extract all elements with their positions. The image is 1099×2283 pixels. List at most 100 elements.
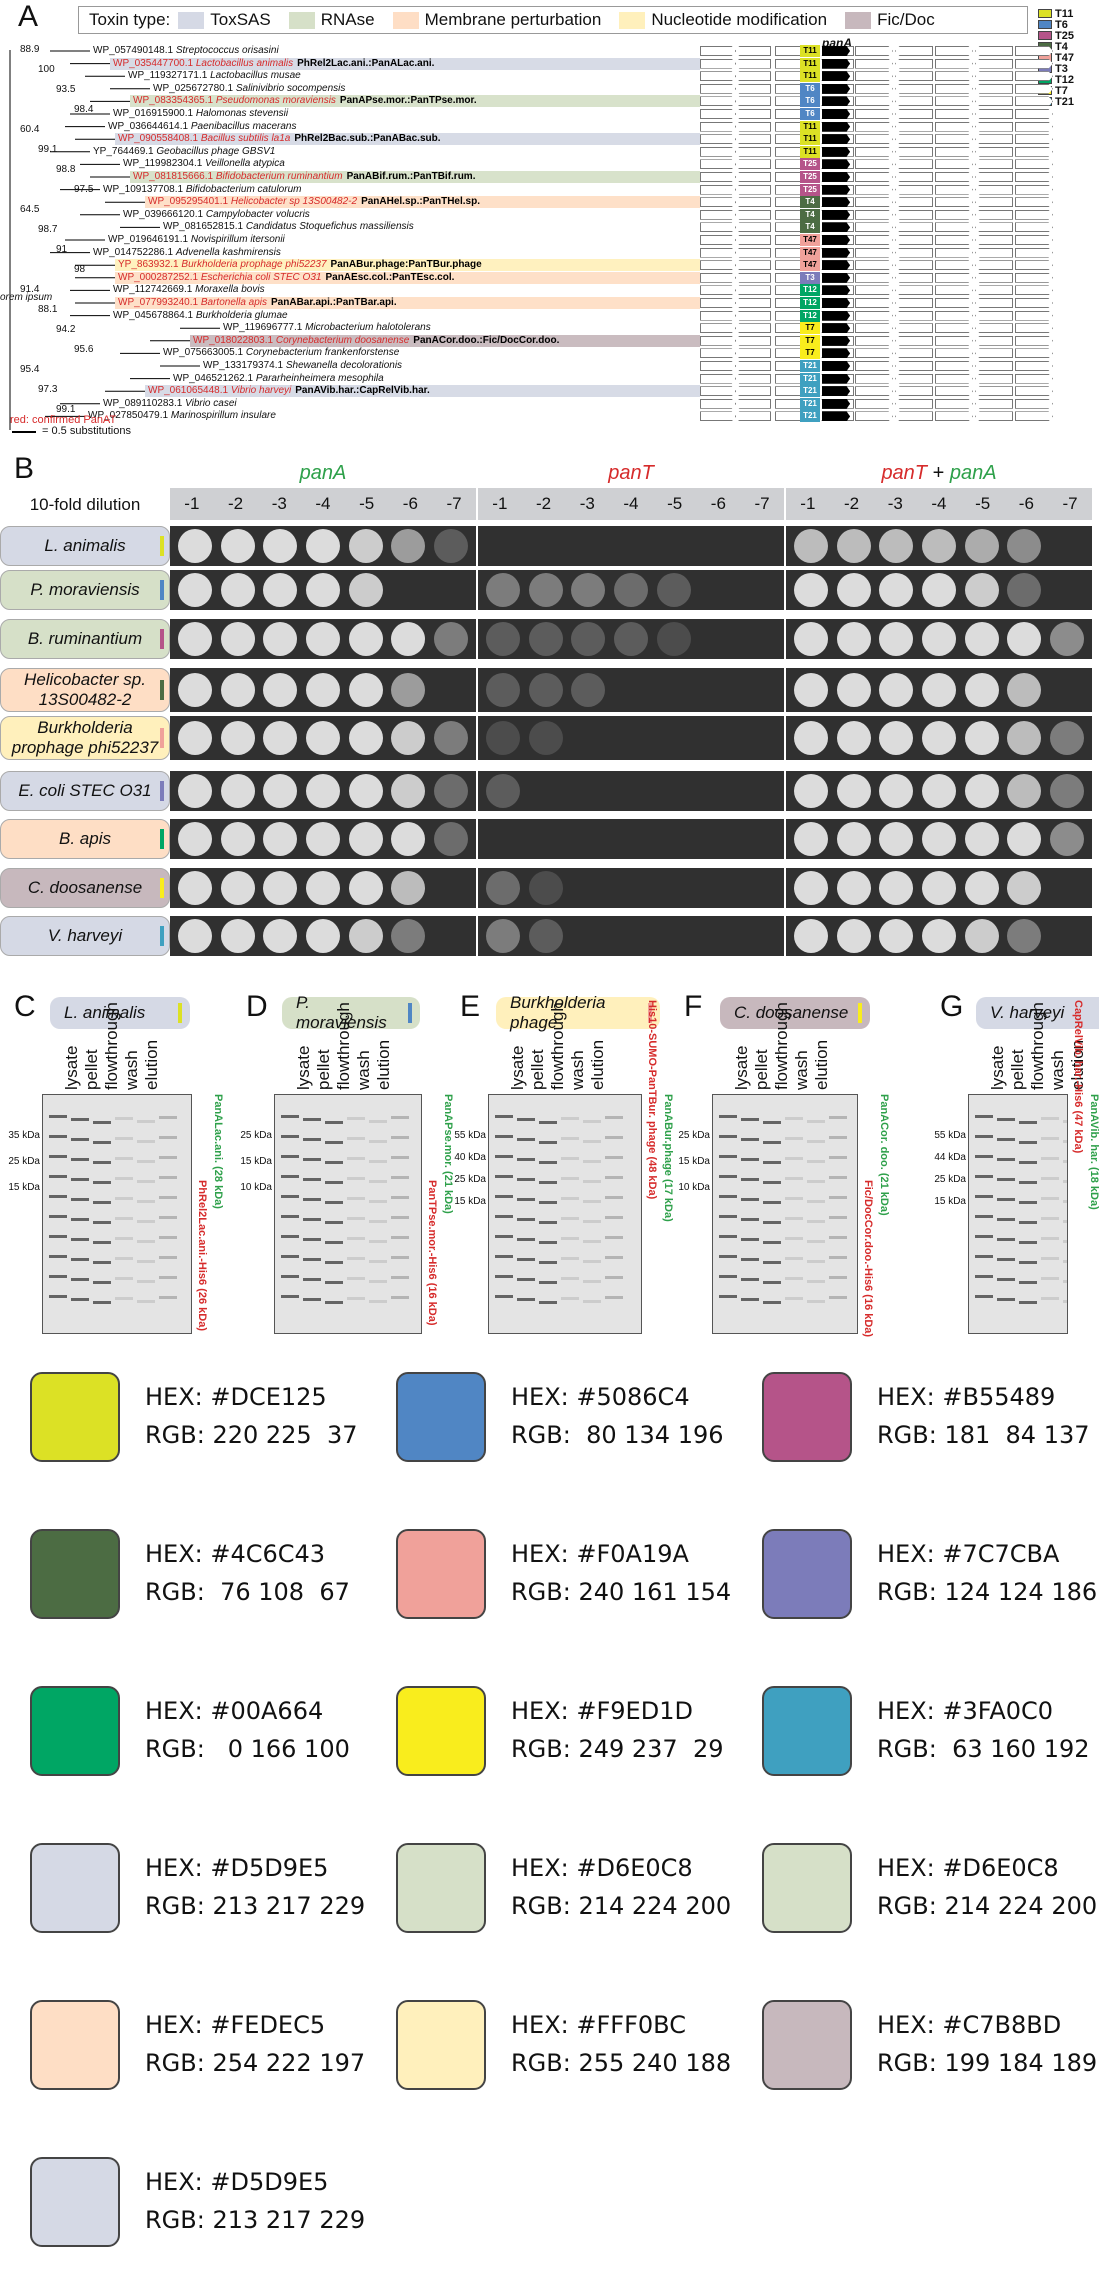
taxon-name: Escherichia coli STEC O31: [200, 271, 322, 283]
gel-band: [741, 1158, 759, 1161]
gel-band: [807, 1160, 825, 1163]
swatch-hex: HEX: #D6E0C8: [877, 1854, 1059, 1882]
gel-lane: [71, 1095, 89, 1333]
colony-spot: [614, 822, 648, 856]
gene-arrow: [855, 323, 893, 334]
gel-lane: [785, 1095, 803, 1333]
taxon-label: WP_112742669.1 Moraxella bovis: [113, 284, 265, 296]
strain-label: B. ruminantium: [0, 619, 170, 659]
dilution-value: -7: [446, 494, 462, 513]
operon-row: T11: [700, 70, 1095, 83]
gel-band: [71, 1298, 89, 1301]
gel-band: [391, 1156, 409, 1159]
colony-spot: [879, 774, 914, 808]
taxon-name: Lactobacillus musae: [210, 70, 301, 82]
bootstrap-value: 97.5: [74, 184, 94, 195]
colony-spot: [348, 622, 383, 656]
gel-band: [807, 1200, 825, 1203]
colony-spot: [305, 774, 340, 808]
gene-arrow: [700, 373, 736, 384]
protein-label-green: PanACor. doo. (21 kDa): [878, 1094, 890, 1216]
swatch-square: [396, 2000, 486, 2090]
swatch-square: [396, 1686, 486, 1776]
gene-arrow: [735, 134, 771, 145]
gel-band: [93, 1301, 111, 1304]
colony-spot: [178, 673, 213, 707]
colony-spot: [391, 822, 426, 856]
gel-band: [741, 1258, 759, 1261]
colony-spot: [571, 573, 606, 607]
gel-band: [997, 1118, 1015, 1121]
type-tag: T12: [800, 309, 820, 322]
protein-label-red: CapRelVib. har.-His6 (47 kDa): [1072, 1000, 1084, 1154]
gene-arrow: [975, 285, 1013, 296]
swatch-rgb: RGB: 0 166 100: [145, 1735, 350, 1763]
colony-spot: [434, 573, 468, 607]
dilution-label: 10-fold dilution: [29, 495, 141, 514]
colony-spot: [879, 871, 914, 905]
taxon-pair: PhRel2Lac.ani.:PanALac.ani.: [297, 57, 435, 69]
gene-arrow: [855, 260, 893, 271]
taxon-name: Salinivibrio socompensis: [235, 82, 346, 94]
gene-arrow: [735, 411, 771, 422]
colony-spot: [1007, 871, 1042, 905]
kda-marker: 25 kDa: [240, 1130, 272, 1141]
gel-band: [741, 1298, 759, 1301]
gel-band: [1041, 1157, 1059, 1160]
taxon-label: WP_119982304.1 Veillonella atypica: [123, 158, 285, 170]
gel-band: [495, 1295, 513, 1298]
swatch-hex: HEX: #C7B8BD: [877, 2011, 1062, 2039]
spot-plate: [478, 668, 784, 712]
type-tag: T25: [800, 158, 820, 171]
taxon-label: WP_014752286.1 Advenella kashmirensis: [93, 247, 281, 259]
colony-spot: [220, 529, 255, 563]
gel-title-box: C. doosanense: [720, 997, 870, 1029]
colony-spot: [699, 721, 733, 755]
gel-band: [719, 1275, 737, 1278]
gene-arrow: [1015, 121, 1053, 132]
gel-band: [741, 1198, 759, 1201]
operon-row: T11: [700, 133, 1095, 146]
swatch-rgb: RGB: 214 224 200: [877, 1892, 1098, 1920]
legend-item: ToxSAS: [178, 10, 271, 30]
gel-band: [997, 1218, 1015, 1221]
gel-band: [1041, 1177, 1059, 1180]
taxon-pair: PanACor.doo.:Fic/DocCor.doo.: [413, 334, 560, 346]
pana-gene: [822, 348, 850, 359]
gel-band: [115, 1257, 133, 1260]
gene-arrow: [975, 121, 1013, 132]
spot-plate: [478, 916, 784, 956]
gel-band: [741, 1118, 759, 1121]
gel-band: [71, 1118, 89, 1121]
gene-arrow: [975, 222, 1013, 233]
dilution-header: -1-2-3-4-5-6-7: [786, 488, 1092, 520]
type-key-label: T21: [1055, 95, 1074, 108]
gene-arrow: [735, 235, 771, 245]
gene-arrow: [735, 386, 771, 397]
taxon-name: Burkholderia glumae: [195, 309, 288, 321]
gel-band: [49, 1195, 67, 1198]
colony-spot: [1049, 622, 1084, 656]
colony-spot: [348, 822, 383, 856]
operon-row: T7: [700, 347, 1095, 360]
taxon-id: WP_045678864.1: [113, 309, 194, 321]
gene-arrow: [700, 146, 736, 157]
gel-band: [1019, 1221, 1037, 1224]
gene-arrow: [855, 411, 893, 422]
swatch-hex: HEX: #4C6C43: [145, 1540, 326, 1568]
gene-arrow: [895, 272, 933, 283]
gene-arrow: [700, 121, 736, 132]
gel-band: [1019, 1301, 1037, 1304]
gel-band: [369, 1140, 387, 1143]
condition-name-b: panA: [949, 462, 997, 484]
bootstrap-value: 97.3: [38, 384, 58, 395]
gene-arrow: [975, 260, 1013, 271]
taxon-id: WP_095295401.1: [148, 196, 229, 208]
strain-color-bar: [160, 829, 164, 849]
spot-plate: [170, 619, 476, 659]
gel-band: [281, 1155, 299, 1158]
colony-spot: [657, 673, 691, 707]
